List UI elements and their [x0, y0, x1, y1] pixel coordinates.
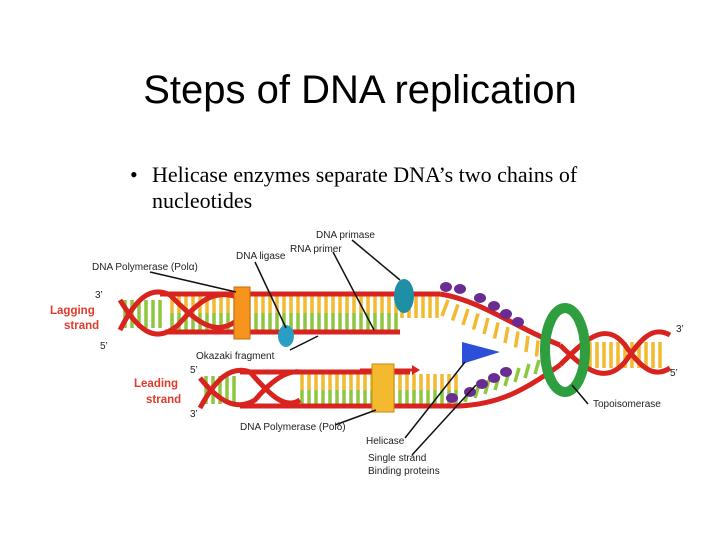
right-helix-b: [558, 331, 672, 375]
label-5-top: 5’: [100, 341, 108, 352]
base-pair-rung: [534, 340, 540, 357]
leader-dna-primase: [351, 239, 401, 281]
label-lagging-1: Lagging: [50, 305, 95, 317]
leader-dna-ligase: [254, 261, 287, 329]
label-leading-2: strand: [146, 394, 181, 406]
base-pair-rung: [461, 308, 470, 326]
helicase-shape: [462, 342, 500, 364]
label-leading-1: Leading: [134, 378, 178, 390]
base-pair-rung: [523, 363, 531, 379]
topoisomerase-ring: [540, 303, 590, 397]
label-5-right: 5’: [670, 368, 678, 379]
ssb-protein: [476, 379, 488, 389]
leader-okazaki: [289, 335, 319, 351]
base-pair-rung: [440, 299, 450, 317]
label-helicase: Helicase: [366, 436, 405, 447]
dna-primase-blob: [394, 279, 414, 313]
polymerase-alpha: [233, 286, 251, 340]
label-topoisomerase: Topoisomerase: [593, 399, 661, 410]
leader-rna-primer: [332, 251, 375, 331]
ssb-protein: [440, 282, 452, 292]
polymerase-delta: [371, 363, 395, 413]
label-lagging-2: strand: [64, 320, 99, 332]
leading-arrowhead: [412, 365, 420, 375]
label-dna-pol-delta: DNA Polymerase (Polδ): [240, 422, 346, 433]
label-3-bottom: 3’: [190, 409, 198, 420]
base-pair-rung: [450, 303, 460, 322]
dna-ligase-blob: [278, 325, 294, 347]
leader-dna-pol-delta: [334, 409, 377, 426]
leader-topoisomerase: [571, 384, 589, 405]
label-3-right: 3’: [676, 324, 684, 335]
leader-dna-pol-alpha: [149, 271, 237, 293]
label-ssb-1: Single strand: [368, 453, 426, 464]
label-rna-primer: RNA primer: [290, 244, 342, 255]
ssb-protein: [488, 301, 500, 311]
leader-ssb: [411, 384, 477, 456]
single-strand-binding-proteins: [440, 282, 524, 403]
ssb-protein: [454, 284, 466, 294]
base-pair-rung: [513, 367, 521, 383]
base-pair-rung: [482, 317, 490, 335]
bullet-text: Helicase enzymes separate DNA’s two chai…: [152, 162, 578, 213]
label-dna-primase: DNA primase: [316, 230, 375, 241]
base-pair-rung: [533, 359, 541, 375]
bullet-point: • Helicase enzymes separate DNA’s two ch…: [130, 162, 650, 214]
ssb-protein: [488, 373, 500, 383]
ssb-protein: [446, 393, 458, 403]
label-3-top: 3’: [95, 290, 103, 301]
base-pair-rung: [471, 313, 480, 330]
label-ssb-2: Binding proteins: [368, 466, 440, 477]
base-pair-rung: [483, 379, 491, 395]
ssb-protein: [512, 317, 524, 327]
label-okazaki: Okazaki fragment: [196, 351, 275, 362]
ssb-protein: [500, 367, 512, 377]
base-pair-rung: [524, 335, 530, 353]
ssb-protein: [500, 309, 512, 319]
slide-title: Steps of DNA replication: [143, 68, 577, 112]
ssb-protein: [474, 293, 486, 303]
base-pair-rung: [503, 326, 510, 344]
base-pair-rung: [492, 322, 500, 339]
bullet-marker: •: [130, 162, 138, 187]
base-pair-rung: [513, 331, 520, 348]
label-5-mid: 5’: [190, 365, 198, 376]
leader-helicase: [404, 361, 466, 439]
label-dna-pol-alpha: DNA Polymerase (Polα): [92, 262, 198, 273]
label-dna-ligase: DNA ligase: [236, 251, 286, 262]
